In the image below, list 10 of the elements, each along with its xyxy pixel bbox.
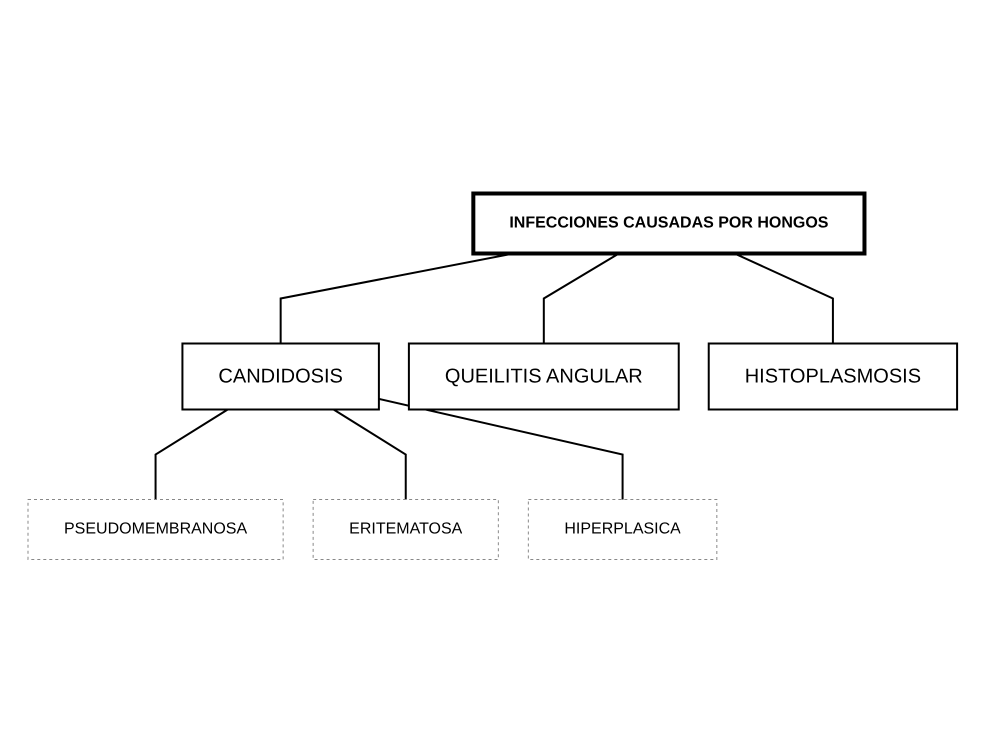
node-box: HIPERPLASICA xyxy=(528,499,718,560)
node-box: ERITEMATOSA xyxy=(312,499,499,560)
node-box: QUEILITIS ANGULAR xyxy=(408,342,680,410)
node-box: CANDIDOSIS xyxy=(181,342,380,410)
node-box: PSEUDOMEMBRANOSA xyxy=(27,499,284,560)
connector xyxy=(333,408,407,500)
node-box: INFECCIONES CAUSADAS POR HONGOS xyxy=(471,192,866,256)
node-box: HISTOPLASMOSIS xyxy=(708,342,958,410)
connector xyxy=(378,398,624,500)
connector xyxy=(154,408,228,500)
